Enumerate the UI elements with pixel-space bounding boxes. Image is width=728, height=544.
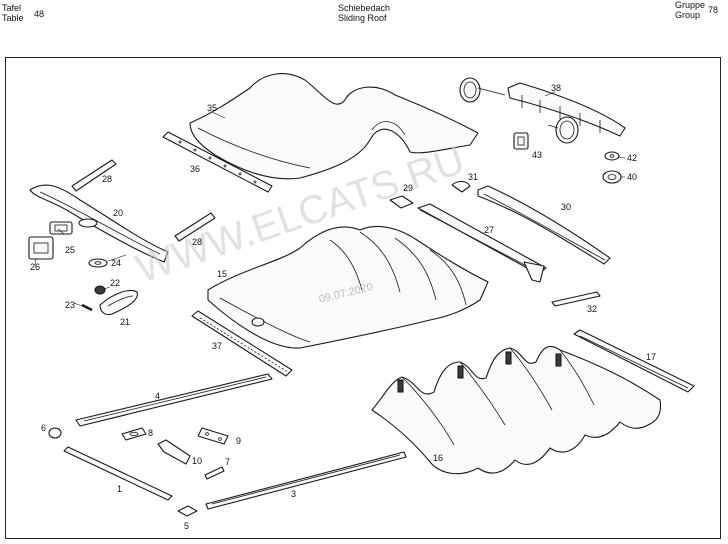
title-en: Sliding Roof (338, 13, 387, 23)
callout-26: 26 (30, 262, 40, 272)
callout-20: 20 (113, 208, 123, 218)
diagram-frame (5, 57, 721, 539)
group-number: 78 (708, 5, 719, 15)
part-4-long-rail[interactable] (75, 373, 273, 427)
part-26-bracket[interactable] (28, 236, 54, 260)
callout-16: 16 (433, 453, 443, 463)
table-number: 48 (34, 9, 45, 19)
title-de: Schiebedach (338, 3, 391, 13)
callout-29: 29 (403, 183, 413, 193)
part-36-perforated-strip[interactable] (162, 131, 273, 193)
callout-7: 7 (225, 457, 230, 467)
part-5-cap[interactable] (177, 505, 198, 517)
callout-30: 30 (561, 202, 571, 212)
callout-3: 3 (291, 489, 296, 499)
part-29-cap[interactable] (389, 195, 414, 209)
callout-43: 43 (532, 150, 542, 160)
part-15-folding-panel[interactable] (207, 225, 489, 349)
part-7-pin[interactable] (204, 466, 225, 480)
callout-25: 25 (65, 245, 75, 255)
callout-36: 36 (190, 164, 200, 174)
callout-27: 27 (484, 225, 494, 235)
callout-35: 35 (207, 103, 217, 113)
table-label-en: Table (2, 13, 24, 23)
callout-28-lower: 28 (192, 237, 202, 247)
callout-17: 17 (646, 352, 656, 362)
part-31-clip[interactable] (451, 180, 471, 193)
callout-5: 5 (184, 521, 189, 531)
callout-42: 42 (627, 153, 637, 163)
part-17-strip[interactable] (573, 329, 695, 393)
part-25-plate[interactable] (49, 221, 73, 235)
callout-37: 37 (212, 341, 222, 351)
part-1-long-rail[interactable] (63, 446, 173, 501)
callout-15: 15 (217, 269, 227, 279)
part-8-plate[interactable] (121, 427, 147, 441)
callout-22: 22 (110, 278, 120, 288)
callout-32: 32 (587, 304, 597, 314)
part-24-washer[interactable] (88, 258, 108, 268)
part-21-lever[interactable] (99, 289, 138, 316)
part-3-long-rail[interactable] (205, 451, 407, 510)
group-label-en: Group (675, 10, 701, 20)
spring-roll-left[interactable] (459, 77, 506, 103)
callout-4: 4 (155, 391, 160, 401)
part-22-knob[interactable] (94, 285, 106, 295)
group-label-de: Gruppe (675, 0, 706, 10)
part-27-guide-rail[interactable] (417, 203, 547, 283)
table-label-de: Tafel (2, 3, 22, 13)
callout-8: 8 (148, 428, 153, 438)
callout-1: 1 (117, 484, 122, 494)
callout-9: 9 (236, 436, 241, 446)
part-10-bracket[interactable] (157, 439, 191, 465)
part-28-strap-upper[interactable] (71, 159, 117, 192)
part-28-strap-lower[interactable] (174, 212, 216, 242)
part-9-plate[interactable] (197, 427, 229, 445)
callout-40: 40 (627, 172, 637, 182)
part-40-nut[interactable] (602, 170, 622, 184)
part-16-folded-cover[interactable] (371, 345, 662, 475)
spring-roll-right[interactable] (547, 116, 579, 144)
part-37-seal-strip[interactable] (191, 310, 293, 377)
part-20-front-rail[interactable] (29, 184, 169, 263)
part-43-clip[interactable] (513, 132, 529, 150)
callout-31: 31 (468, 172, 478, 182)
callout-10: 10 (192, 456, 202, 466)
callout-28-upper: 28 (102, 174, 112, 184)
callout-38: 38 (551, 83, 561, 93)
callout-21: 21 (120, 317, 130, 327)
part-42-washer[interactable] (604, 151, 620, 161)
part-38-rear-crossmember[interactable] (507, 82, 626, 137)
callout-6: 6 (41, 423, 46, 433)
part-32-strip[interactable] (551, 291, 601, 307)
part-23-pin[interactable] (81, 303, 93, 312)
callout-23: 23 (65, 300, 75, 310)
part-6-bushing[interactable] (48, 427, 62, 439)
part-30-side-rail[interactable] (477, 185, 611, 265)
callout-24: 24 (111, 258, 121, 268)
part-35-roof-cover[interactable] (189, 73, 479, 180)
